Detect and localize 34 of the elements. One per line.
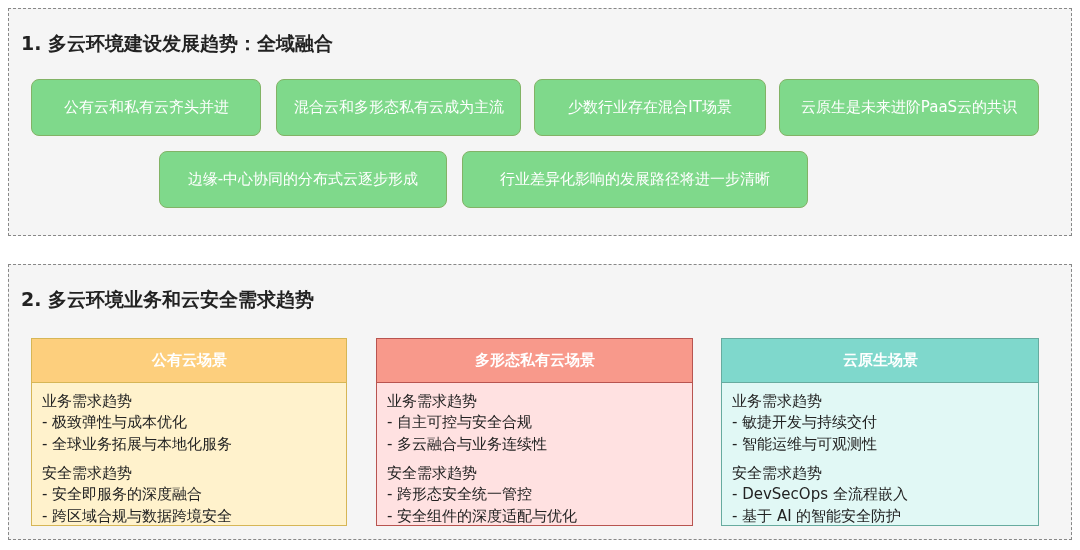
panel-title: 1. 多云环境建设发展趋势：全域融合 <box>21 31 334 56</box>
card-header: 公有云场景 <box>32 339 346 383</box>
list-item: - 自主可控与安全合规 <box>387 412 533 432</box>
list-item: - 敏捷开发与持续交付 <box>732 412 878 432</box>
dashed-panel <box>8 8 1072 236</box>
list-item: - 安全即服务的深度融合 <box>42 484 203 504</box>
trend-box: 公有云和私有云齐头并进 <box>31 79 261 136</box>
list-heading: 安全需求趋势 <box>42 463 132 483</box>
trend-box: 行业差异化影响的发展路径将进一步清晰 <box>462 151 808 208</box>
card-header: 云原生场景 <box>722 339 1038 383</box>
list-item: - 全球业务拓展与本地化服务 <box>42 434 233 454</box>
dashed-panel <box>8 264 1072 540</box>
list-item: - 基于 AI 的智能安全防护 <box>732 506 902 526</box>
card-header: 多形态私有云场景 <box>377 339 692 383</box>
list-heading: 业务需求趋势 <box>732 391 822 411</box>
list-item: - 多云融合与业务连续性 <box>387 434 548 454</box>
list-heading: 安全需求趋势 <box>732 463 822 483</box>
list-heading: 安全需求趋势 <box>387 463 477 483</box>
trend-box: 少数行业存在混合IT场景 <box>534 79 766 136</box>
list-item: - 跨区域合规与数据跨境安全 <box>42 506 233 526</box>
scenario-card <box>31 338 347 526</box>
trend-box: 边缘-中心协同的分布式云逐步形成 <box>159 151 447 208</box>
trend-box: 混合云和多形态私有云成为主流 <box>276 79 521 136</box>
list-item: - 安全组件的深度适配与优化 <box>387 506 578 526</box>
list-item: - 智能运维与可观测性 <box>732 434 878 454</box>
scenario-card <box>376 338 693 526</box>
list-heading: 业务需求趋势 <box>387 391 477 411</box>
list-item: - 极致弹性与成本优化 <box>42 412 188 432</box>
list-heading: 业务需求趋势 <box>42 391 132 411</box>
scenario-card <box>721 338 1039 526</box>
list-item: - 跨形态安全统一管控 <box>387 484 533 504</box>
list-item: - DevSecOps 全流程嵌入 <box>732 484 908 504</box>
trend-box: 云原生是未来进阶PaaS云的共识 <box>779 79 1039 136</box>
panel-title: 2. 多云环境业务和云安全需求趋势 <box>21 287 315 312</box>
